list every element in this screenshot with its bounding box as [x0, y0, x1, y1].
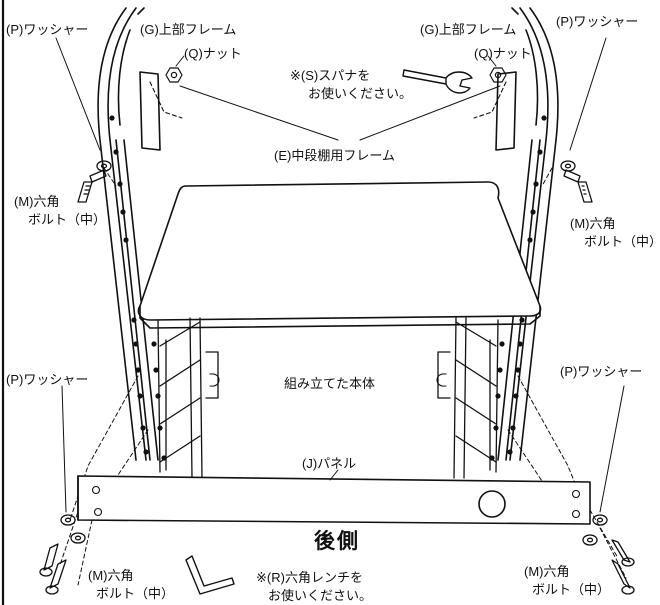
- panel-leader: [329, 469, 339, 481]
- label-hex-wrench-line2: お使いください。: [268, 588, 373, 603]
- label-washer-bottom-right: (P)ワッシャー: [560, 364, 643, 379]
- right-bracket-hidden: [473, 81, 507, 119]
- label-hex-bolt-top-left-line1: (M)六角: [14, 194, 60, 209]
- label-spanner-line1: ※(S)スパナを: [290, 68, 371, 83]
- washer-bottom-left-1: [60, 514, 76, 526]
- washer-bottom-left-leader: [61, 385, 67, 513]
- label-washer-bottom-left: (P)ワッシャー: [6, 372, 89, 387]
- nut-right-leader: [487, 55, 497, 67]
- label-hex-bolt-top-left-line2: ボルト（中）: [28, 212, 107, 227]
- shelf-frame-leaders: [179, 85, 501, 141]
- label-upper-frame-left: (G)上部フレーム: [140, 22, 237, 37]
- left-bracket-hidden: [149, 81, 183, 119]
- label-upper-frame-right: (G)上部フレーム: [420, 22, 517, 37]
- hex-bolt-bottom-left-2: [45, 559, 67, 595]
- label-washer-top-left: (P)ワッシャー: [6, 22, 89, 37]
- hex-wrench-tool: [185, 555, 235, 595]
- label-nut-right: (Q)ナット: [474, 46, 532, 61]
- washer-top-right-leader: [569, 37, 607, 151]
- right-upright-frame: [497, 7, 559, 461]
- label-hex-bolt-bottom-left-line2: ボルト（中）: [96, 586, 175, 601]
- label-hex-bolt-bottom-right-line1: (M)六角: [524, 564, 570, 579]
- label-mid-shelf-frame: (E)中段棚用フレーム: [274, 148, 395, 163]
- spanner-tool: [402, 69, 473, 94]
- washer-top-left-leader: [55, 37, 101, 151]
- label-hex-bolt-bottom-right-line2: ボルト（中）: [532, 582, 611, 597]
- hex-bolt-top-right: [563, 169, 593, 203]
- label-spanner-line2: お使いください。: [308, 86, 413, 101]
- hex-bolt-bottom-right-2: [611, 559, 635, 595]
- panel-j: [77, 475, 591, 525]
- label-nut-left: (Q)ナット: [184, 46, 242, 61]
- upper-frame-left-bracket: [139, 71, 161, 151]
- label-hex-bolt-top-right-line1: (M)六角: [570, 216, 616, 231]
- right-lower-ladder: [436, 317, 499, 479]
- label-panel: (J)パネル: [302, 456, 357, 471]
- hex-bolt-bottom-left-1: [39, 543, 59, 577]
- washer-top-right: [560, 160, 576, 172]
- label-washer-top-right: (P)ワッシャー: [556, 14, 639, 29]
- nut-right: [489, 67, 507, 83]
- washer-bottom-right-leader: [599, 385, 625, 513]
- shelf-board: [137, 181, 542, 329]
- nut-left-leader: [175, 55, 185, 67]
- upper-frame-right-bracket: [495, 71, 517, 151]
- label-hex-bolt-top-right-line2: ボルト（中）: [584, 234, 660, 249]
- washer-bottom-right-1: [592, 514, 608, 526]
- label-assembled-body: 組み立てた本体: [284, 376, 376, 391]
- left-lower-ladder: [157, 317, 220, 479]
- washer-bottom-right-2: [582, 534, 598, 546]
- label-rear-side: 後側: [314, 530, 360, 553]
- hex-bolt-bottom-right-1: [611, 539, 635, 567]
- label-hex-wrench-line1: ※(R)六角レンチを: [256, 570, 363, 585]
- frame-holes: [109, 115, 547, 461]
- washer-bottom-left-2: [70, 532, 86, 544]
- nut-left: [165, 67, 183, 83]
- hex-bolt-top-left: [77, 169, 107, 203]
- label-hex-bolt-bottom-left-line1: (M)六角: [88, 568, 134, 583]
- left-upright-frame: [97, 7, 159, 461]
